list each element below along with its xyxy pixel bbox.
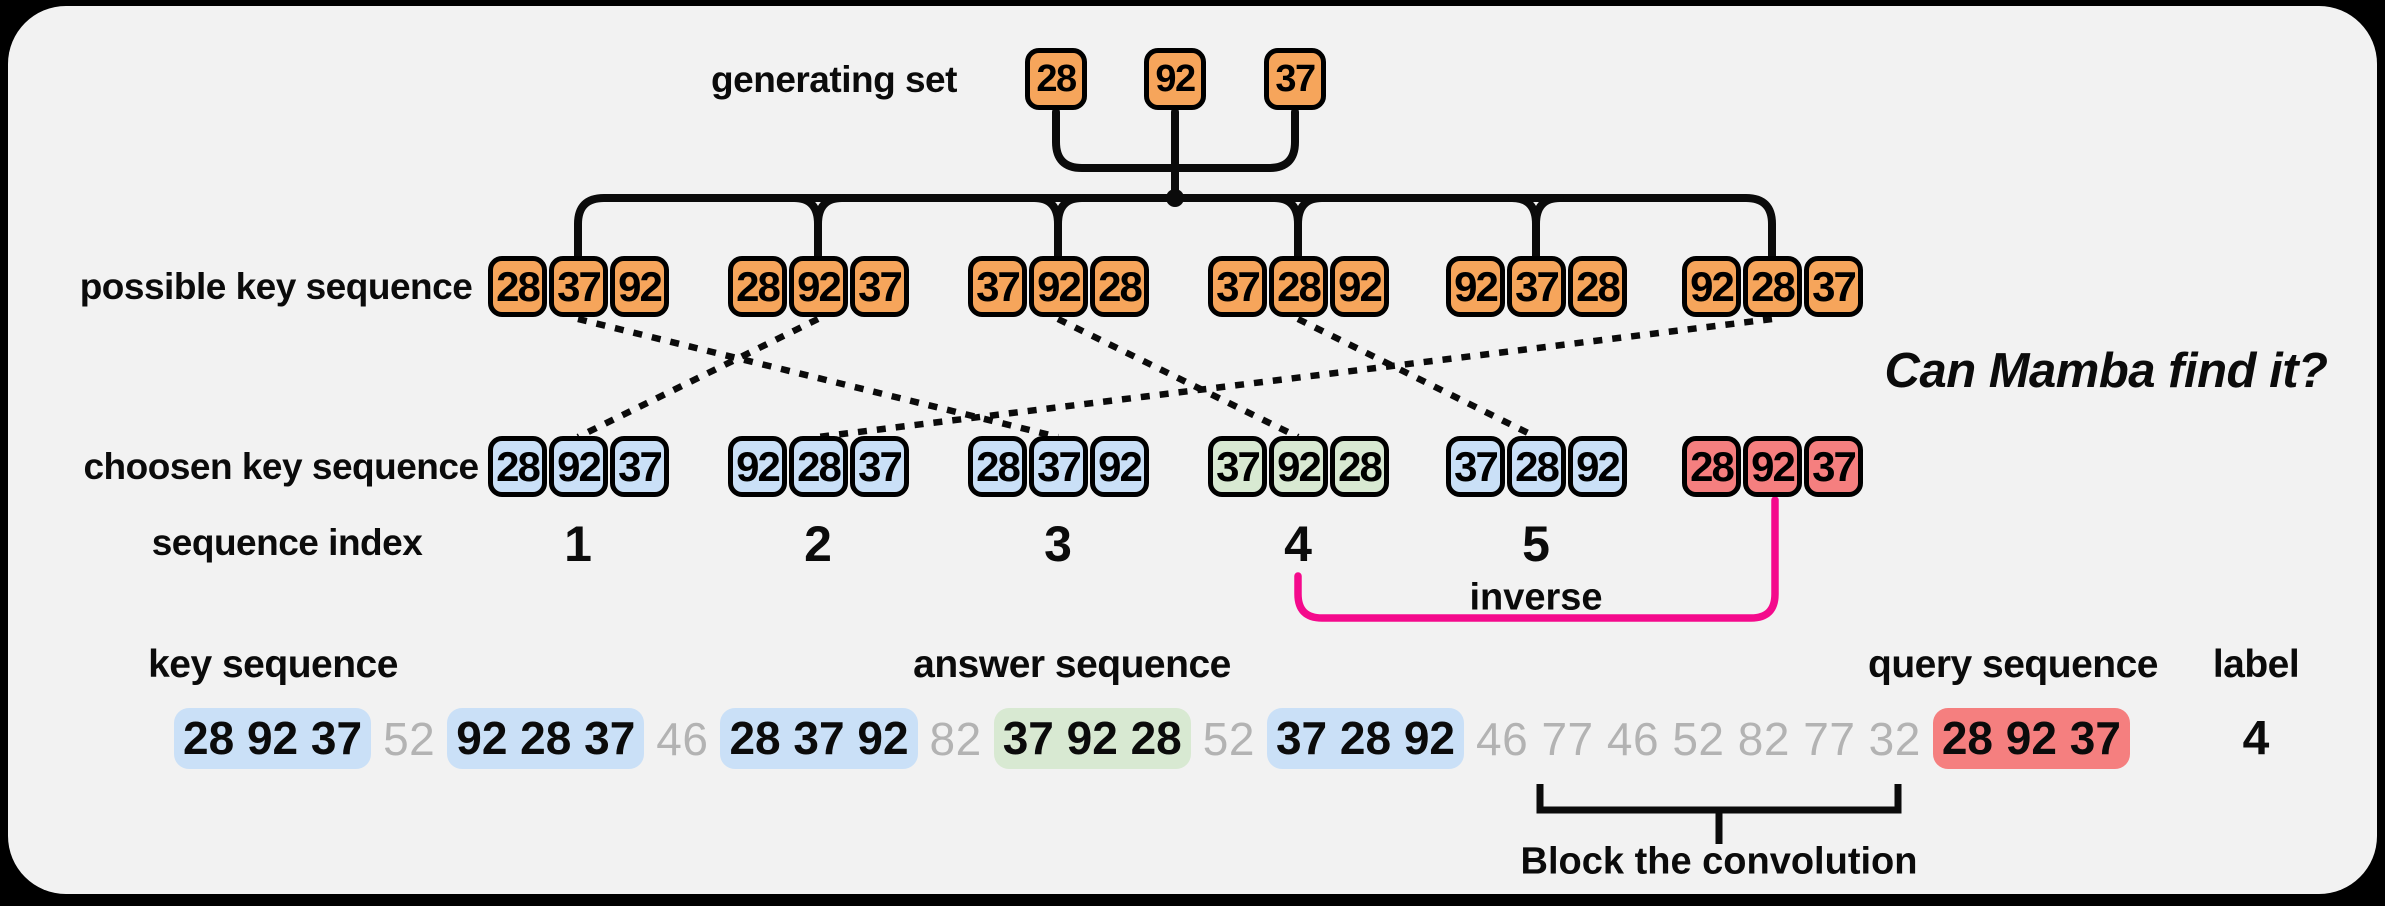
sequence-value-box: 37 (549, 256, 608, 317)
key-sequence-pill: 92 28 37 (447, 708, 645, 769)
chosen-sequence-group-5: 37 28 92 (1446, 436, 1627, 497)
possible-sequence-group-6: 92 28 37 (1682, 256, 1863, 317)
sequence-value-box: 28 (488, 436, 547, 497)
generating-merge-lines (1052, 108, 1299, 202)
sequence-value-box: 28 (488, 256, 547, 317)
sequence-value-box: 92 (1029, 256, 1088, 317)
sequence-value-box: 92 (1682, 256, 1741, 317)
sequence-value-box: 37 (850, 256, 909, 317)
sequence-value-box: 37 (1804, 256, 1863, 317)
sequence-value-box: 92 (1090, 436, 1149, 497)
sequence-index-value: 5 (1522, 516, 1550, 572)
generating-value-box: 28 (1025, 48, 1087, 110)
sequence-index-value: 1 (564, 516, 592, 572)
sequence-value-box: 37 (1208, 256, 1267, 317)
sequence-value-box: 92 (1330, 256, 1389, 317)
filler-number: 82 (929, 712, 982, 765)
mapping-dotted-lines (576, 315, 1773, 441)
query-sequence-group: 28 92 37 (1682, 436, 1863, 497)
sequence-index-label: sequence index (151, 522, 423, 563)
possible-sequence-group-2: 28 92 37 (728, 256, 909, 317)
sequence-value-box: 37 (850, 436, 909, 497)
sequence-value-box: 92 (1446, 256, 1505, 317)
inverse-bracket (1294, 496, 1779, 622)
label-header: label (2212, 643, 2300, 686)
query-sequence-pill: 28 92 37 (1932, 708, 2130, 769)
sequence-value-box: 37 (968, 256, 1027, 317)
chosen-sequence-group-2: 92 28 37 (728, 436, 909, 497)
distribution-bus-lines (574, 194, 1776, 260)
sequence-value-box: 28 (1269, 256, 1328, 317)
sequence-index-value: 3 (1044, 516, 1072, 572)
generating-value-box: 92 (1144, 48, 1206, 110)
sequence-value-box: 37 (1507, 256, 1566, 317)
generating-set-label: generating set (711, 59, 957, 100)
possible-row-label: possible key sequence (79, 266, 473, 307)
sequence-value-box: 28 (728, 256, 787, 317)
chosen-row-label: choosen key sequence (83, 446, 479, 487)
sequence-value-box: 28 (1743, 256, 1802, 317)
sequence-value-box: 28 (1568, 256, 1627, 317)
sequence-value-box: 28 (1330, 436, 1389, 497)
sequence-value-box: 92 (1743, 436, 1802, 497)
sequence-value-box: 92 (728, 436, 787, 497)
answer-sequence-header: answer sequence (913, 643, 1231, 686)
sequence-value-box: 28 (1507, 436, 1566, 497)
sequence-value-box: 37 (1208, 436, 1267, 497)
convolution-brace (1536, 784, 1902, 844)
inverse-label: inverse (1469, 576, 1603, 619)
sequence-value-box: 28 (1090, 256, 1149, 317)
question-text: Can Mamba find it? (1884, 344, 2328, 398)
sequence-value-box: 92 (1568, 436, 1627, 497)
sequence-value-box: 28 (789, 436, 848, 497)
key-sequence-pill: 28 92 37 (174, 708, 372, 769)
sequence-index-value: 4 (1284, 516, 1312, 572)
possible-sequence-group-4: 37 28 92 (1208, 256, 1389, 317)
label-value: 4 (2242, 712, 2270, 766)
possible-sequence-group-5: 92 37 28 (1446, 256, 1627, 317)
sequence-value-box: 92 (789, 256, 848, 317)
answer-sequence-pill: 37 92 28 (993, 708, 1191, 769)
sequence-value-box: 92 (1269, 436, 1328, 497)
filler-number: 46 (656, 712, 709, 765)
sequence-value-box: 37 (610, 436, 669, 497)
filler-number-run: 46 77 46 52 82 77 32 (1476, 712, 1921, 765)
sequence-value-box: 37 (1029, 436, 1088, 497)
possible-sequence-group-1: 28 37 92 (488, 256, 669, 317)
filler-number: 52 (383, 712, 436, 765)
token-strip: 28 92 37 52 92 28 37 46 28 37 92 82 37 9… (174, 708, 2130, 769)
sequence-index-value: 2 (804, 516, 832, 572)
possible-sequence-group-3: 37 92 28 (968, 256, 1149, 317)
sequence-value-box: 28 (968, 436, 1027, 497)
chosen-sequence-group-3: 28 37 92 (968, 436, 1149, 497)
convolution-label: Block the convolution (1520, 840, 1918, 883)
key-sequence-pill: 28 37 92 (720, 708, 918, 769)
sequence-value-box: 37 (1804, 436, 1863, 497)
sequence-value-box: 92 (610, 256, 669, 317)
key-sequence-header: key sequence (148, 643, 398, 686)
generating-value-box: 37 (1264, 48, 1326, 110)
filler-number: 52 (1202, 712, 1255, 765)
query-sequence-header: query sequence (1868, 643, 2158, 686)
chosen-sequence-group-1: 28 92 37 (488, 436, 669, 497)
sequence-value-box: 28 (1682, 436, 1741, 497)
sequence-value-box: 92 (549, 436, 608, 497)
chosen-sequence-group-4: 37 92 28 (1208, 436, 1389, 497)
key-sequence-pill: 37 28 92 (1266, 708, 1464, 769)
sequence-value-box: 37 (1446, 436, 1505, 497)
